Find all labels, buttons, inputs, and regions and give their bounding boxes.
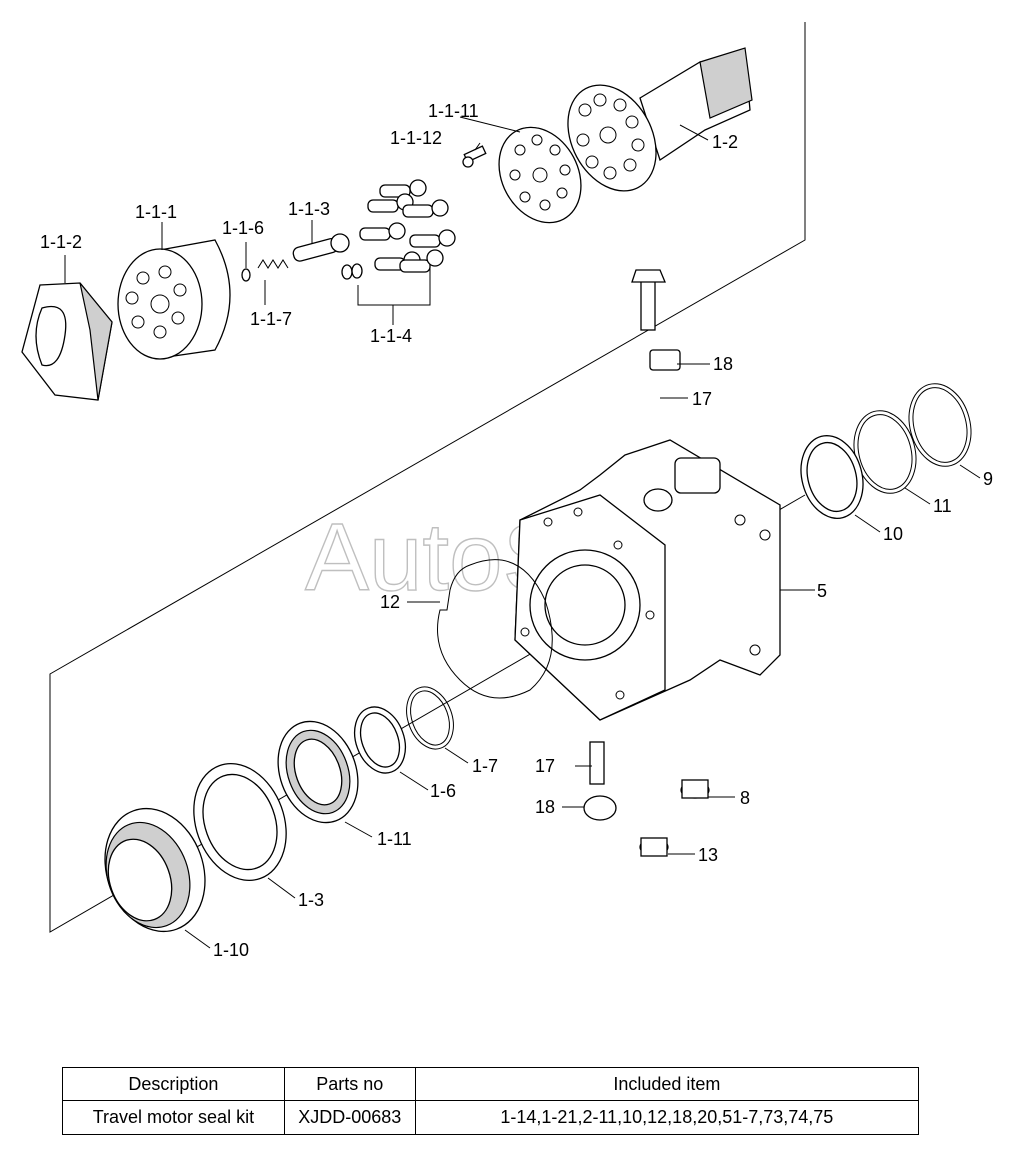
plug-13-part <box>639 837 669 857</box>
header-parts-no: Parts no <box>283 1067 416 1101</box>
callout-1-7: 1-7 <box>472 756 498 776</box>
cell-description: Travel motor seal kit <box>62 1100 285 1135</box>
callout-labels: 1-1-11 1-1-12 1-2 1-1-1 1-1-3 1-1-6 1-1-… <box>40 101 993 960</box>
callout-1-3: 1-3 <box>298 890 324 910</box>
callout-5: 5 <box>817 581 827 601</box>
seal-kit-table: Description Parts no Included item Trave… <box>62 1067 920 1135</box>
swash-plate-part <box>21 282 113 401</box>
callout-1-1-12: 1-1-12 <box>390 128 442 148</box>
cylinder-block-part <box>117 239 231 360</box>
callout-17-bottom: 17 <box>535 756 555 776</box>
valve-plate-part <box>498 126 582 224</box>
callout-1-10: 1-10 <box>213 940 249 960</box>
snap-ring-part <box>908 383 972 467</box>
cell-parts-no: XJDD-00683 <box>283 1100 416 1135</box>
cell-included-item: 1-14,1-21,2-11,10,12,18,20,51-7,73,74,75 <box>414 1100 920 1135</box>
callout-9: 9 <box>983 469 993 489</box>
table-header-row: Description Parts no Included item <box>62 1067 920 1101</box>
washer-part <box>241 268 251 282</box>
screw-part <box>462 145 487 168</box>
bolt-top-part <box>631 269 681 371</box>
table-row: Travel motor seal kit XJDD-00683 1-14,1-… <box>62 1100 920 1135</box>
o-ring-part <box>437 559 553 699</box>
header-included-item: Included item <box>414 1067 920 1101</box>
ring-1-6-part <box>353 706 407 774</box>
callout-11: 11 <box>933 496 952 516</box>
callout-1-1-7: 1-1-7 <box>250 309 292 329</box>
center-pin-part <box>292 233 350 262</box>
callout-1-11: 1-11 <box>377 829 412 849</box>
callout-18-top: 18 <box>713 354 733 374</box>
callout-1-1-11: 1-1-11 <box>428 101 479 121</box>
leader-lines <box>64 116 981 949</box>
callout-12: 12 <box>380 592 400 612</box>
bearing-1-11-part <box>277 720 359 824</box>
plug-8-part <box>680 779 710 799</box>
callout-8: 8 <box>740 788 750 808</box>
callout-13: 13 <box>698 845 718 865</box>
spring-part <box>257 259 289 269</box>
callout-1-1-6: 1-1-6 <box>222 218 264 238</box>
exploded-parts-diagram: AutoSoft <box>21 22 993 960</box>
callout-17-top: 17 <box>692 389 712 409</box>
seal-part <box>800 435 864 519</box>
piston-set-part <box>341 179 456 280</box>
snap-ring-1-7-part <box>406 686 454 750</box>
callout-1-1-3: 1-1-3 <box>288 199 330 219</box>
bearing-1-10-part <box>104 807 206 933</box>
callout-1-1-2: 1-1-2 <box>40 232 82 252</box>
callout-1-1-4: 1-1-4 <box>370 326 412 346</box>
header-description: Description <box>62 1067 285 1101</box>
callout-1-6: 1-6 <box>430 781 456 801</box>
seal-1-3-part <box>193 762 287 882</box>
output-shaft-part <box>567 47 753 192</box>
callout-10: 10 <box>883 524 903 544</box>
bolt-bottom-part <box>583 741 617 821</box>
motor-housing-part <box>514 439 781 721</box>
callout-1-2: 1-2 <box>712 132 738 152</box>
callout-1-1-1: 1-1-1 <box>135 202 177 222</box>
callout-18-bottom: 18 <box>535 797 555 817</box>
